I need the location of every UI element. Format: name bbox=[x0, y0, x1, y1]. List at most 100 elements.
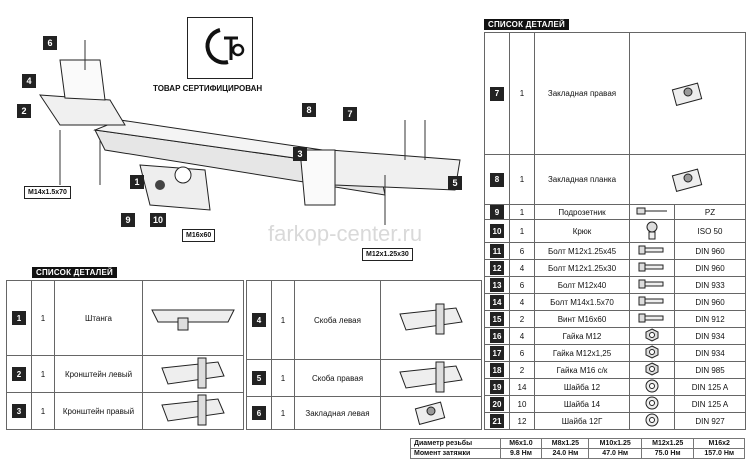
certification-logo bbox=[187, 17, 253, 79]
part-standard: DIN 934 bbox=[674, 344, 746, 362]
part-standard: ISO 50 bbox=[674, 219, 746, 243]
part-name: Крюк bbox=[534, 219, 630, 243]
part-name: Гайка М16 с/к bbox=[534, 361, 630, 379]
part-illustration bbox=[629, 395, 675, 413]
part-number: 9 bbox=[490, 205, 504, 219]
part-name: Гайка М12 bbox=[534, 327, 630, 345]
part-qty: 1 bbox=[31, 355, 55, 393]
part-number: 2 bbox=[12, 367, 26, 381]
torque-size: M8x1.25 bbox=[541, 438, 590, 449]
part-qty: 14 bbox=[509, 378, 535, 396]
part-standard: DIN 960 bbox=[674, 259, 746, 277]
part-number: 7 bbox=[490, 86, 504, 101]
part-name: Закладная планка bbox=[534, 154, 630, 205]
part-number: 4 bbox=[252, 313, 266, 327]
torque-table: Диаметр резьбы M6x1.0 M8x1.25 M10x1.25 M… bbox=[410, 438, 745, 459]
part-number: 5 bbox=[252, 371, 266, 385]
part-number: 6 bbox=[252, 406, 266, 420]
torque-value: 47.0 Нм bbox=[588, 448, 642, 459]
part-name: Кронштейн правый bbox=[54, 392, 143, 430]
torque-value: 24.0 Нм bbox=[541, 448, 590, 459]
part-illustration bbox=[629, 242, 675, 260]
part-number: 20 bbox=[490, 397, 504, 411]
part-qty: 1 bbox=[271, 359, 295, 397]
diagram-label-7: 7 bbox=[343, 107, 357, 121]
diagram-label-5: 5 bbox=[448, 176, 462, 190]
diagram-label-4: 4 bbox=[22, 74, 36, 88]
torque-size: M16x2 bbox=[693, 438, 745, 449]
part-name: Штанга bbox=[54, 280, 143, 356]
part-name: Гайка М12х1,25 bbox=[534, 344, 630, 362]
part-qty: 1 bbox=[509, 219, 535, 243]
part-name: Шайба 14 bbox=[534, 395, 630, 413]
part-name: Скоба правая bbox=[294, 359, 381, 397]
part-illustration bbox=[629, 204, 675, 220]
part-number: 12 bbox=[490, 261, 504, 275]
part-illustration bbox=[629, 361, 675, 379]
part-name: Шайба 12Г bbox=[534, 412, 630, 430]
part-number: 16 bbox=[490, 329, 504, 343]
part-qty: 12 bbox=[509, 412, 535, 430]
part-number: 13 bbox=[490, 278, 504, 292]
part-qty: 1 bbox=[509, 204, 535, 220]
part-qty: 10 bbox=[509, 395, 535, 413]
part-illustration bbox=[380, 359, 482, 397]
diagram-label-10: 10 bbox=[150, 213, 166, 227]
part-illustration bbox=[629, 344, 675, 362]
part-standard: DIN 985 bbox=[674, 361, 746, 379]
part-name: Скоба левая bbox=[294, 280, 381, 360]
part-name: Винт М16х60 bbox=[534, 310, 630, 328]
part-qty: 4 bbox=[509, 327, 535, 345]
part-name: Болт М14х1.5х70 bbox=[534, 293, 630, 311]
part-standard: DIN 960 bbox=[674, 293, 746, 311]
callout-bolt-left: M14x1.5x70 bbox=[24, 186, 71, 199]
torque-row2-label: Момент затяжки bbox=[410, 448, 501, 459]
torque-row1-label: Диаметр резьбы bbox=[410, 438, 501, 449]
part-qty: 6 bbox=[509, 242, 535, 260]
part-qty: 6 bbox=[509, 344, 535, 362]
parts-list-title-right: СПИСОК ДЕТАЛЕЙ bbox=[484, 19, 569, 30]
part-name: Шайба 12 bbox=[534, 378, 630, 396]
part-number: 3 bbox=[12, 404, 26, 418]
diagram-label-3: 3 bbox=[293, 147, 307, 161]
part-illustration bbox=[629, 276, 675, 294]
part-name: Закладная правая bbox=[534, 32, 630, 155]
part-illustration bbox=[142, 392, 244, 430]
callout-bolt-right: M12x1.25x30 bbox=[362, 248, 413, 261]
assembly-diagram bbox=[39, 40, 461, 225]
part-number: 10 bbox=[490, 224, 504, 238]
part-standard: DIN 934 bbox=[674, 327, 746, 345]
part-name: Закладная левая bbox=[294, 396, 381, 430]
part-standard: PZ bbox=[674, 204, 746, 220]
part-number: 15 bbox=[490, 312, 504, 326]
part-qty: 4 bbox=[509, 293, 535, 311]
part-illustration bbox=[142, 280, 244, 356]
part-qty: 1 bbox=[31, 392, 55, 430]
part-qty: 2 bbox=[509, 361, 535, 379]
part-qty: 2 bbox=[509, 310, 535, 328]
part-standard: DIN 933 bbox=[674, 276, 746, 294]
parts-list-title-left: СПИСОК ДЕТАЛЕЙ bbox=[32, 267, 117, 278]
part-number: 18 bbox=[490, 363, 504, 377]
part-name: Подрозетник bbox=[534, 204, 630, 220]
part-name: Болт М12х40 bbox=[534, 276, 630, 294]
part-illustration bbox=[380, 396, 482, 430]
torque-value: 157.0 Нм bbox=[693, 448, 745, 459]
part-standard: DIN 912 bbox=[674, 310, 746, 328]
